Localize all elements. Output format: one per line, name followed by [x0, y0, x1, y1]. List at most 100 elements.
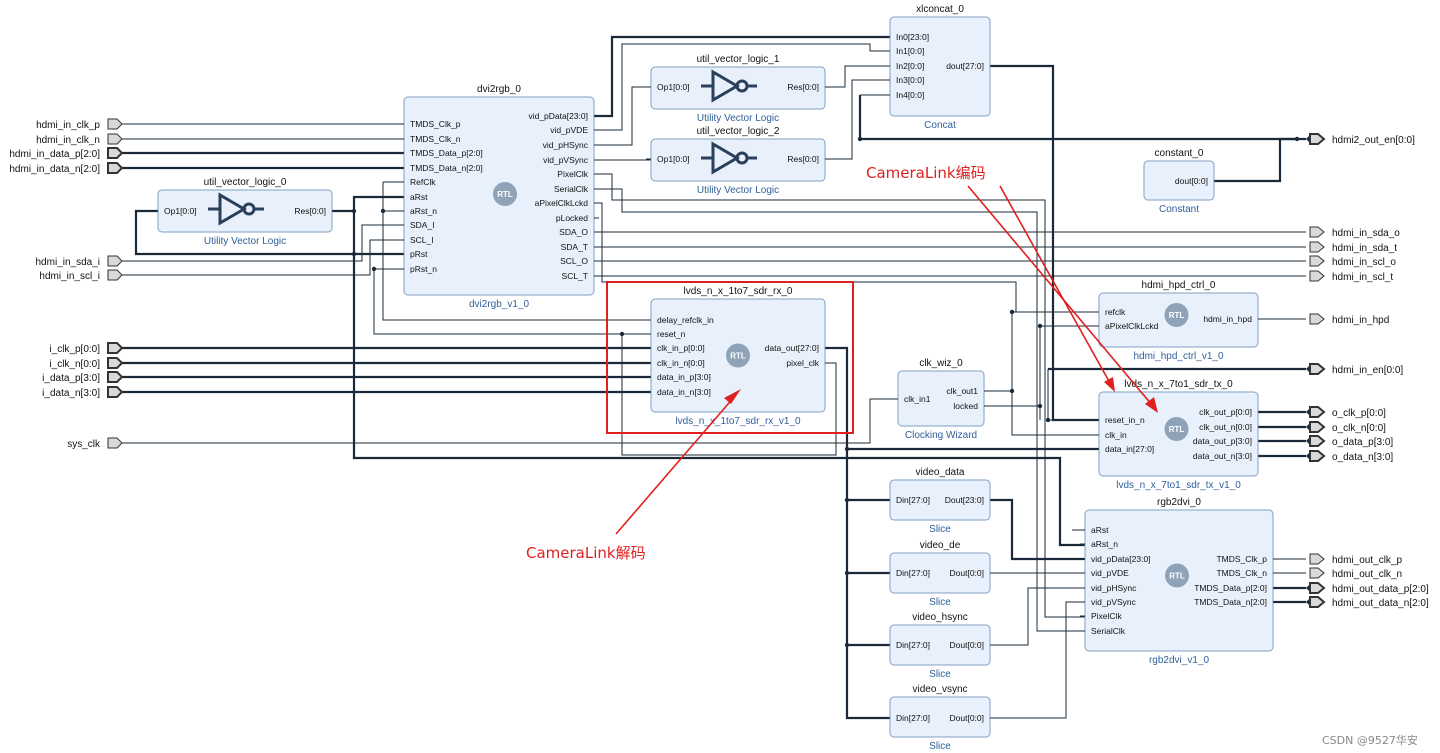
blocks-layer: xlconcat_0ConcatIn0[23:0]In1[0:0]In2[0:0… — [153, 4, 1278, 752]
block-title-dvi2rgb-0: dvi2rgb_0 — [477, 84, 521, 95]
encode-arrow-2 — [999, 185, 1111, 384]
wire-13 — [382, 182, 651, 321]
block-subtitle-lvds-tx: lvds_n_x_7to1_sdr_tx_v1_0 — [1116, 480, 1241, 491]
input-pin-clk-in1: clk_in1 — [904, 394, 931, 404]
output-pin-vid-pdata-23-0: vid_pData[23:0] — [528, 111, 588, 121]
input-port-sys-clk: sys_clk — [67, 437, 123, 450]
output-pin-data-out-p-3-0: data_out_p[3:0] — [1193, 436, 1252, 446]
input-port-label: i_data_p[3:0] — [42, 373, 100, 384]
encode-arrow-1-head — [1145, 397, 1158, 413]
input-port-hdmi-in-data-n-2-0: hdmi_in_data_n[2:0] — [9, 162, 124, 175]
output-pin-serialclk: SerialClk — [554, 184, 589, 194]
output-pin-vid-phsync: vid_pHSync — [543, 140, 589, 150]
output-pin-locked: locked — [953, 401, 978, 411]
junction-dot-4 — [844, 642, 850, 648]
wires-layer — [122, 35, 1306, 720]
input-pin-din-27-0: Din[27:0] — [896, 568, 930, 578]
block-subtitle-rgb2dvi-0: rgb2dvi_v1_0 — [1149, 655, 1209, 666]
output-port-o-clk-n-0-0: o_clk_n[0:0] — [1306, 421, 1386, 434]
output-pin-data-out-27-0: data_out[27:0] — [765, 343, 819, 353]
block-subtitle-util-vector-logic-1: Utility Vector Logic — [697, 113, 779, 124]
input-port-hdmi-in-scl-i: hdmi_in_scl_i — [39, 269, 123, 282]
input-port-hdmi-in-clk-p: hdmi_in_clk_p — [36, 118, 123, 131]
input-port-icon — [107, 437, 123, 449]
input-port-icon — [107, 357, 124, 369]
watermark: CSDN @9527华安 — [1322, 733, 1418, 747]
input-pin-sda-i: SDA_I — [410, 220, 435, 230]
input-pin-in3-0-0: In3[0:0] — [896, 75, 924, 85]
output-port-icon — [1309, 421, 1326, 433]
block-subtitle-lvds-rx: lvds_n_x_1to7_sdr_rx_v1_0 — [675, 416, 801, 427]
output-pin-clk-out1: clk_out1 — [946, 386, 978, 396]
rtl-badge-label: RTL — [1169, 425, 1185, 434]
block-subtitle-video-data: Slice — [929, 524, 951, 535]
block-title-util-vector-logic-0: util_vector_logic_0 — [204, 177, 287, 188]
junction-dot-6 — [1037, 403, 1043, 409]
rtl-badge-icon — [493, 182, 517, 206]
block-title-hdmi-hpd-ctrl-0: hdmi_hpd_ctrl_0 — [1142, 280, 1216, 291]
output-port-label: hdmi_in_scl_o — [1332, 257, 1396, 268]
wire-45 — [825, 346, 890, 720]
input-port-label: i_data_n[3:0] — [42, 388, 100, 399]
output-pin-tmds-clk-p: TMDS_Clk_p — [1216, 554, 1267, 564]
output-port-label: o_clk_p[0:0] — [1332, 408, 1386, 419]
junction-dot-2 — [844, 497, 850, 503]
output-pin-sda-t: SDA_T — [561, 242, 588, 252]
input-pin-data-in-p-3-0: data_in_p[3:0] — [657, 372, 711, 382]
block-lvds-tx: lvds_n_x_7to1_sdr_tx_0lvds_n_x_7to1_sdr_… — [1094, 379, 1263, 491]
block-title-rgb2dvi-0: rgb2dvi_0 — [1157, 497, 1201, 508]
input-pin-pixelclk: PixelClk — [1091, 611, 1122, 621]
input-pin-prst-n: pRst_n — [410, 264, 437, 274]
block-title-video-hsync: video_hsync — [912, 612, 968, 623]
block-title-xlconcat-0: xlconcat_0 — [916, 4, 964, 15]
output-port-hdmi-in-scl-o: hdmi_in_scl_o — [1309, 255, 1396, 268]
output-pin-pixel-clk: pixel_clk — [786, 358, 819, 368]
output-pin-dout-0-0: Dout[0:0] — [950, 713, 985, 723]
junction-dot-11 — [1037, 323, 1043, 329]
output-pin-scl-t: SCL_T — [562, 271, 588, 281]
block-dvi2rgb-0: dvi2rgb_0dvi2rgb_v1_0TMDS_Clk_pTMDS_Clk_… — [399, 84, 599, 310]
input-pin-reset-in-n: reset_in_n — [1105, 415, 1145, 425]
junction-dot-7 — [1045, 417, 1051, 423]
wire-28 — [594, 188, 1085, 632]
wire-54 — [990, 601, 1085, 719]
output-port-icon — [1309, 406, 1326, 418]
output-port-hdmi-in-hpd: hdmi_in_hpd — [1309, 313, 1389, 326]
rtl-badge-icon — [1164, 303, 1189, 327]
input-port-label: sys_clk — [67, 439, 101, 450]
junction-dot-0 — [351, 208, 357, 214]
input-pin-op1-0-0: Op1[0:0] — [164, 206, 197, 216]
output-pin-clk-out-p-0-0: clk_out_p[0:0] — [1199, 407, 1252, 417]
block-subtitle-util-vector-logic-0: Utility Vector Logic — [204, 236, 286, 247]
output-port-o-data-p-3-0: o_data_p[3:0] — [1306, 435, 1393, 448]
input-pin-arst-n: aRst_n — [1091, 539, 1118, 549]
input-pin-in1-0-0: In1[0:0] — [896, 46, 924, 56]
wire-7 — [352, 195, 404, 211]
wire-44 — [1011, 391, 1099, 436]
junction-dot-15 — [857, 136, 863, 142]
output-pin-res-0-0: Res[0:0] — [294, 206, 326, 216]
encode-annotation: CameraLink编码 — [866, 164, 986, 182]
junction-dot-14 — [1294, 136, 1300, 142]
output-port-label: o_clk_n[0:0] — [1332, 423, 1386, 434]
wire-22 — [594, 43, 890, 131]
wire-23 — [594, 86, 651, 146]
junction-dot-5 — [1009, 388, 1015, 394]
input-pin-tmds-clk-p: TMDS_Clk_p — [410, 119, 461, 129]
block-subtitle-constant-0: Constant — [1159, 204, 1199, 215]
output-port-o-clk-p-0-0: o_clk_p[0:0] — [1306, 406, 1386, 419]
not-gate-icon — [711, 141, 740, 175]
output-port-hdmi-out-clk-p: hdmi_out_clk_p — [1309, 553, 1402, 566]
input-port-icon — [107, 118, 123, 130]
block-title-lvds-rx: lvds_n_x_1to7_sdr_rx_0 — [684, 286, 793, 297]
output-pin-res-0-0: Res[0:0] — [787, 82, 819, 92]
input-pin-data-in-n-3-0: data_in_n[3:0] — [657, 387, 711, 397]
input-pin-vid-pvde: vid_pVDE — [1091, 568, 1129, 578]
wire-39 — [984, 311, 1099, 392]
input-pin-serialclk: SerialClk — [1091, 626, 1126, 636]
output-port-icon — [1309, 567, 1325, 579]
input-pin-scl-i: SCL_I — [410, 235, 434, 245]
rtl-badge-label: RTL — [497, 190, 513, 199]
